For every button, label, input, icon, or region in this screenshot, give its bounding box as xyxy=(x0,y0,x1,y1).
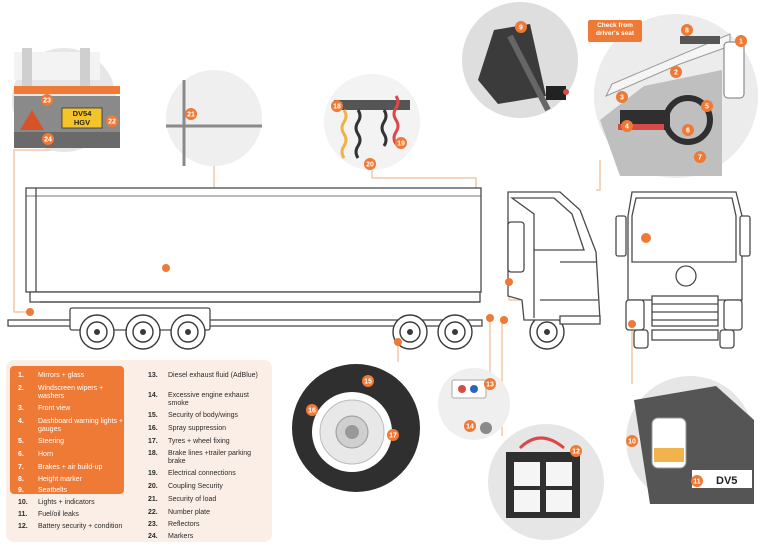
marker-19[interactable]: 19 xyxy=(395,137,407,149)
svg-text:1: 1 xyxy=(739,39,743,46)
svg-text:6: 6 xyxy=(686,128,690,135)
svg-text:20: 20 xyxy=(366,162,374,169)
plate-line-1: DV54 xyxy=(73,109,93,118)
svg-text:4: 4 xyxy=(625,124,629,131)
svg-text:14: 14 xyxy=(466,424,474,431)
marker-3[interactable]: 3 xyxy=(616,91,628,103)
svg-text:24: 24 xyxy=(44,137,52,144)
detail-front-light xyxy=(626,376,754,504)
svg-text:13: 13 xyxy=(486,382,494,389)
marker-14[interactable]: 14 xyxy=(464,420,476,432)
marker-13[interactable]: 13 xyxy=(484,378,496,390)
marker-2[interactable]: 2 xyxy=(670,66,682,78)
svg-text:9: 9 xyxy=(519,25,523,32)
cab-front-view xyxy=(615,191,751,349)
check-from-drivers-seat-label: Check from driver's seat xyxy=(588,20,642,42)
detail-wheel xyxy=(292,364,420,492)
svg-text:7: 7 xyxy=(698,155,702,162)
marker-23[interactable]: 23 xyxy=(41,94,53,106)
cab-side-view xyxy=(507,191,601,325)
plate-partial: DV5 xyxy=(716,475,737,487)
svg-text:21: 21 xyxy=(187,112,195,119)
svg-text:17: 17 xyxy=(389,433,397,440)
svg-text:12: 12 xyxy=(572,449,580,456)
marker-16[interactable]: 16 xyxy=(306,404,318,416)
marker-10[interactable]: 10 xyxy=(626,435,638,447)
svg-text:2: 2 xyxy=(674,70,678,77)
marker-22[interactable]: 22 xyxy=(106,115,118,127)
marker-7[interactable]: 7 xyxy=(694,151,706,163)
marker-12[interactable]: 12 xyxy=(570,445,582,457)
marker-8[interactable]: 8 xyxy=(681,24,693,36)
marker-11[interactable]: 11 xyxy=(691,475,703,487)
svg-text:5: 5 xyxy=(705,104,709,111)
plate-line-2: HGV xyxy=(74,118,90,127)
svg-text:16: 16 xyxy=(308,408,316,415)
marker-18[interactable]: 18 xyxy=(331,100,343,112)
detail-seatbelt xyxy=(462,2,578,118)
marker-24[interactable]: 24 xyxy=(42,133,54,145)
marker-4[interactable]: 4 xyxy=(621,120,633,132)
marker-6[interactable]: 6 xyxy=(682,124,694,136)
marker-15[interactable]: 15 xyxy=(362,375,374,387)
svg-text:11: 11 xyxy=(693,479,701,486)
marker-1[interactable]: 1 xyxy=(735,35,747,47)
svg-text:8: 8 xyxy=(685,28,689,35)
detail-coupling-lines xyxy=(324,74,420,170)
detail-battery xyxy=(488,424,604,540)
marker-21[interactable]: 21 xyxy=(185,108,197,120)
svg-text:23: 23 xyxy=(43,98,51,105)
svg-text:15: 15 xyxy=(364,379,372,386)
detail-dashboard xyxy=(594,14,758,178)
svg-text:10: 10 xyxy=(628,439,636,446)
svg-text:18: 18 xyxy=(333,104,341,111)
legend-highlight xyxy=(10,366,124,494)
trailer-wheels xyxy=(79,314,565,350)
svg-text:3: 3 xyxy=(620,95,624,102)
marker-9[interactable]: 9 xyxy=(515,21,527,33)
marker-layer xyxy=(26,233,651,346)
trailer-side-view xyxy=(7,187,483,331)
marker-5[interactable]: 5 xyxy=(701,100,713,112)
detail-load xyxy=(166,70,262,166)
detail-rear-trailer xyxy=(12,48,120,152)
marker-20[interactable]: 20 xyxy=(364,158,376,170)
svg-text:19: 19 xyxy=(397,141,405,148)
marker-17[interactable]: 17 xyxy=(387,429,399,441)
svg-text:22: 22 xyxy=(108,119,116,126)
